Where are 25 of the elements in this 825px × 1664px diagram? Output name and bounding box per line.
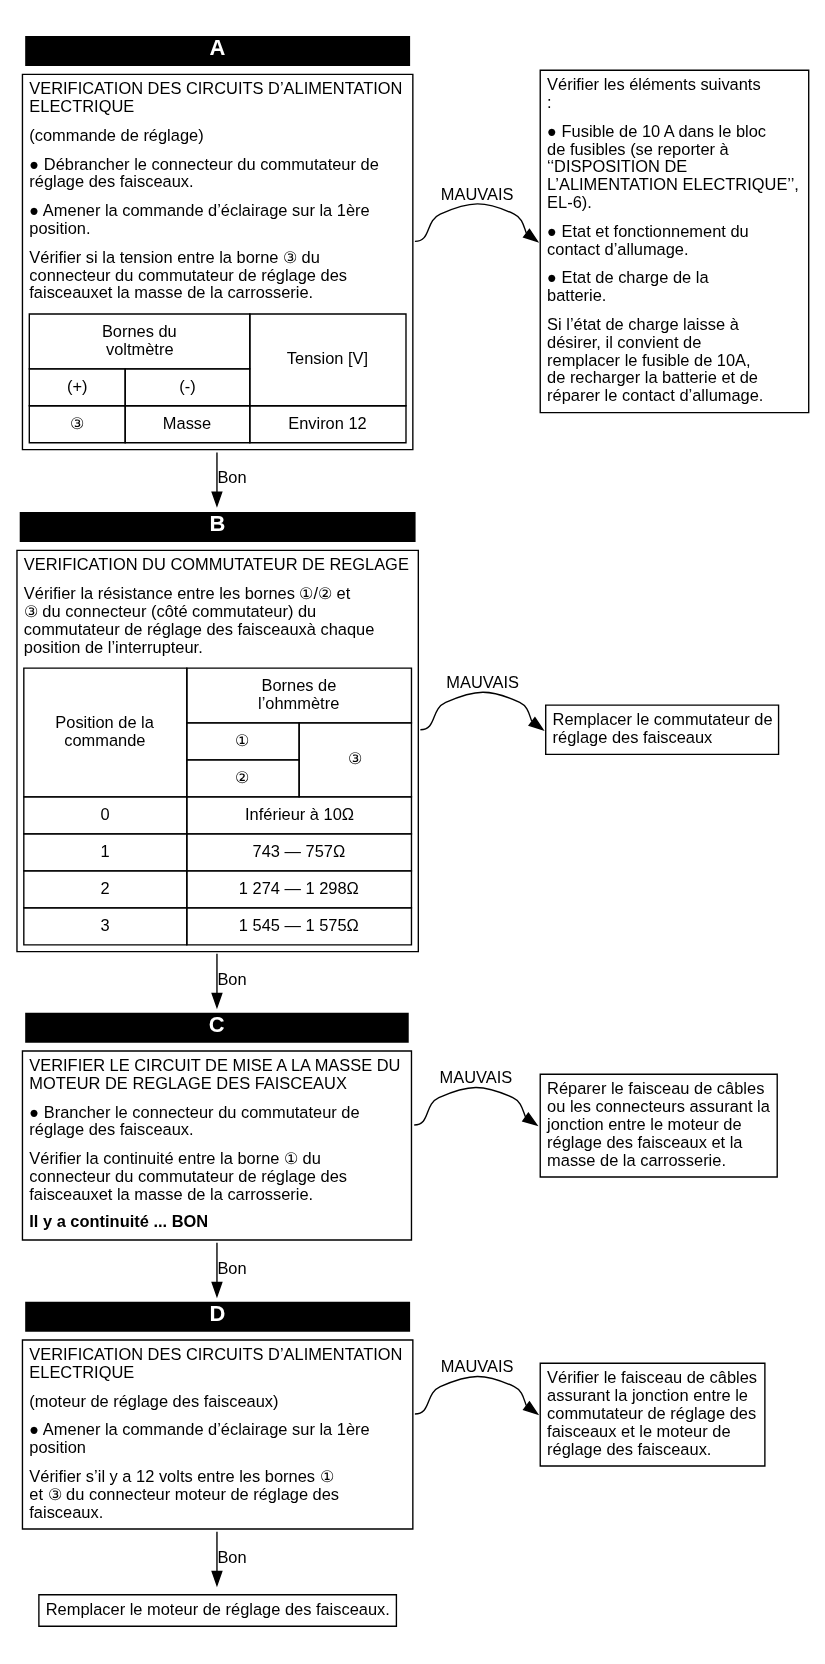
node-box: Vérifier les éléments suivants : ● Fusible de 10 A dans le bloc de fusibles (se reporter à ‘‘DISPOSITION DE L’ALIMENTATION ELECTRIQUE’’, EL-6). ● Etat et fonctionnement du contact d’allumage. ● Etat de charge de la batterie. Si l’état de charge laisse à désirer, il convient de remplacer le fusible de 10A, de recharger la batterie et de réparer le contact d’allumage. [539, 69, 810, 413]
arrow [419, 691, 545, 731]
node-label: A [209, 34, 226, 60]
edge-label: Bon [217, 467, 247, 486]
edge-label: MAUVAIS [440, 184, 514, 203]
arrow [211, 451, 223, 508]
arrow [414, 202, 540, 243]
node-label: B [209, 510, 226, 536]
node-box: Réparer le faisceau de câbles ou les connecteurs assurant la jonction entre le moteur de réglage des faisceaux et la masse de la carrosserie. [539, 1073, 778, 1178]
node-label: D [209, 1300, 226, 1326]
node-box: Remplacer le moteur de réglage des faisceaux. [38, 1593, 398, 1627]
edge-label: Bon [217, 1547, 247, 1566]
node-box: Vérifier le faisceau de câbles assurant la jonction entre le commutateur de réglage des faisceaux et le moteur de réglage des faisceaux. [539, 1362, 766, 1467]
edge-label: MAUVAIS [439, 1067, 513, 1086]
node-label: C [208, 1011, 225, 1037]
arrow [413, 1086, 539, 1126]
arrow [211, 1530, 223, 1587]
arrow [414, 1375, 540, 1415]
edge-label: MAUVAIS [440, 1356, 514, 1375]
arrow [211, 952, 223, 1009]
arrow [211, 1241, 223, 1298]
edge-label: Bon [217, 969, 247, 988]
edge-label: MAUVAIS [446, 672, 520, 691]
node-box: Remplacer le commutateur de réglage des faisceaux [545, 703, 780, 755]
edge-label: Bon [217, 1258, 247, 1277]
